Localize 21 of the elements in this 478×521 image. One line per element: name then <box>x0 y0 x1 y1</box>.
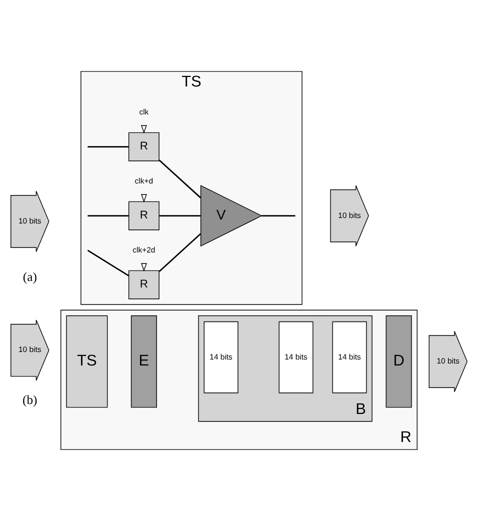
connector <box>262 215 296 216</box>
connector <box>87 250 130 276</box>
node-box: 14 bits <box>332 321 367 394</box>
node-text: clk+2d <box>132 245 156 254</box>
connector <box>88 146 129 148</box>
node-box: R <box>128 270 160 300</box>
connector <box>88 215 129 216</box>
node-box: E <box>130 315 157 408</box>
connector <box>159 215 201 216</box>
node-text: clk <box>139 107 149 116</box>
node-box: R <box>128 132 160 162</box>
node-box: D <box>386 315 412 408</box>
node-box: TS <box>66 315 108 408</box>
node-box: 14 bits <box>204 321 238 394</box>
label: (a) <box>22 270 37 284</box>
label: (b) <box>22 393 38 408</box>
connector <box>158 233 202 272</box>
node-box: 14 bits <box>278 321 314 394</box>
node-text: clk+d <box>134 176 154 186</box>
connector <box>158 160 202 198</box>
node-box: R <box>128 201 160 230</box>
